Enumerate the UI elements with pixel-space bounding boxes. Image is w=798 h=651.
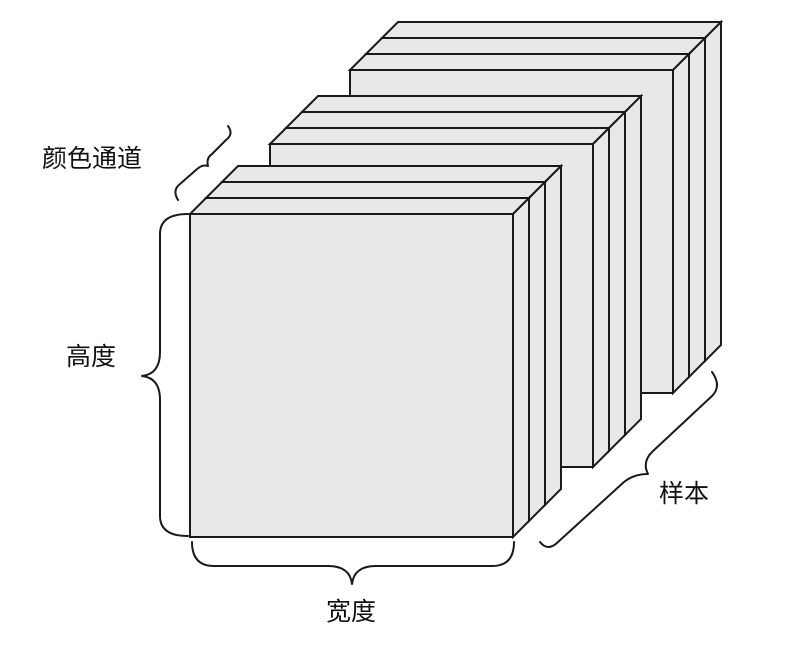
- layer-top-face: [203, 181, 548, 199]
- layer-top-face: [219, 165, 564, 183]
- layer-side-face: [688, 35, 706, 380]
- layer-side-face: [592, 125, 610, 470]
- layer-top-face: [379, 21, 724, 39]
- height-brace: [141, 213, 189, 537]
- layer-top-face: [347, 53, 692, 71]
- layer-side-face: [624, 93, 642, 438]
- layer-side-face: [544, 163, 562, 508]
- layer-top-face: [363, 37, 708, 55]
- layer-side-face: [608, 109, 626, 454]
- samples-brace: [539, 371, 718, 548]
- samples-label: 样本: [659, 479, 710, 508]
- height-label: 高度: [66, 342, 117, 371]
- layer-top-face: [283, 111, 628, 129]
- width-label: 宽度: [326, 597, 377, 626]
- channel-layer-1: [187, 195, 532, 540]
- layer-side-face: [512, 195, 530, 540]
- sample-block-1: [187, 163, 564, 540]
- channels-brace: [174, 125, 232, 201]
- layer-top-face: [267, 127, 612, 145]
- front-face: [189, 213, 514, 538]
- layer-side-face: [704, 19, 722, 364]
- layer-side-face: [672, 51, 690, 396]
- layer-side-face: [528, 179, 546, 524]
- width-brace: [191, 541, 515, 585]
- layer-top-face: [187, 197, 532, 215]
- channels-label: 颜色通道: [42, 144, 143, 173]
- layer-top-face: [299, 95, 644, 113]
